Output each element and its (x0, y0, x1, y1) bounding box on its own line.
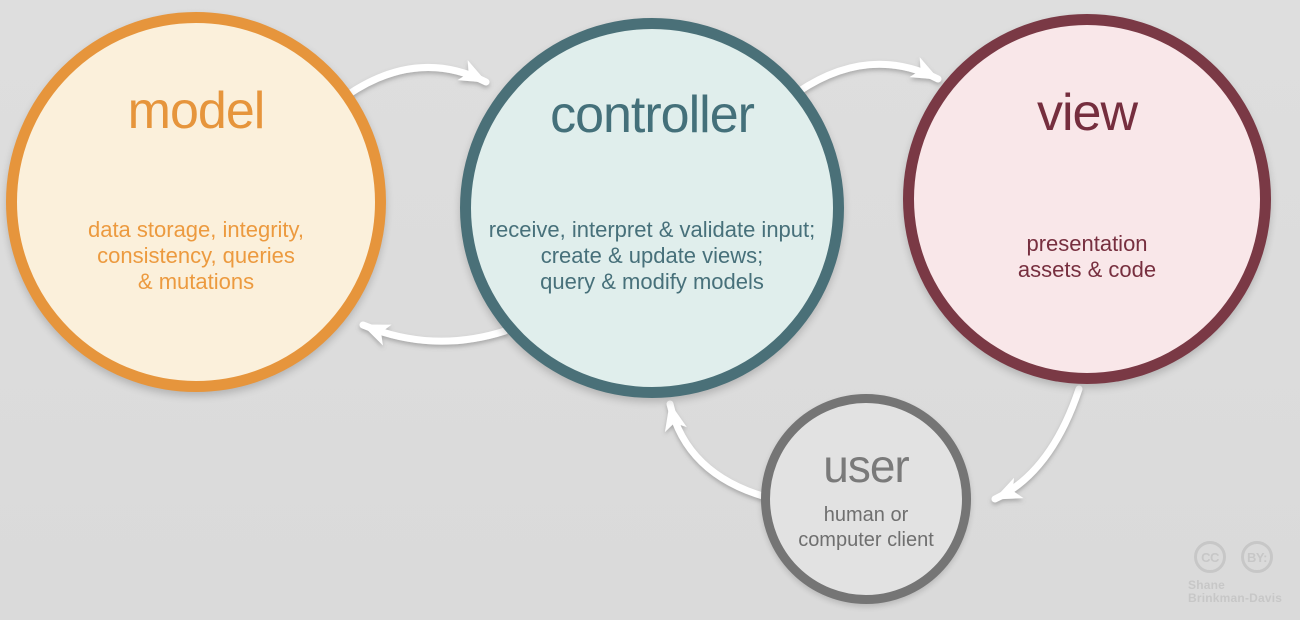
cc-license-icons: CC BY: (1194, 541, 1298, 573)
cc-icon: CC (1194, 541, 1226, 573)
attribution-author: Shane Brinkman-Davis (1188, 579, 1298, 605)
attribution-author-line1: Shane (1188, 578, 1226, 592)
node-model: model data storage, integrity, consisten… (6, 12, 386, 392)
node-model-description: data storage, integrity, consistency, qu… (87, 217, 305, 294)
node-view-title: view (1036, 84, 1138, 142)
node-user-title: user (823, 440, 909, 492)
arrow-controller-to-view (794, 57, 942, 96)
node-view-description: presentation assets & code (1017, 231, 1157, 282)
node-controller-description: receive, interpret & validate input; cre… (488, 217, 816, 294)
by-icon-label: BY: (1247, 549, 1267, 565)
cc-attribution: CC BY: Shane Brinkman-Davis (1188, 541, 1298, 605)
node-user-description: human or computer client (798, 504, 934, 551)
by-icon: BY: (1241, 541, 1273, 573)
cc-icon-label: CC (1201, 549, 1219, 565)
arrow-view-to-user (991, 385, 1083, 503)
arrow-controller-to-model (359, 321, 509, 346)
attribution-author-line2: Brinkman-Davis (1188, 591, 1283, 605)
arrow-user-to-controller (664, 400, 770, 501)
arrow-model-to-controller (342, 60, 490, 100)
node-view: view presentation assets & code (903, 14, 1271, 384)
node-controller: controller receive, interpret & validate… (460, 18, 844, 398)
node-user: user human or computer client (761, 394, 971, 604)
node-controller-title: controller (550, 86, 755, 144)
node-model-title: model (127, 82, 266, 140)
